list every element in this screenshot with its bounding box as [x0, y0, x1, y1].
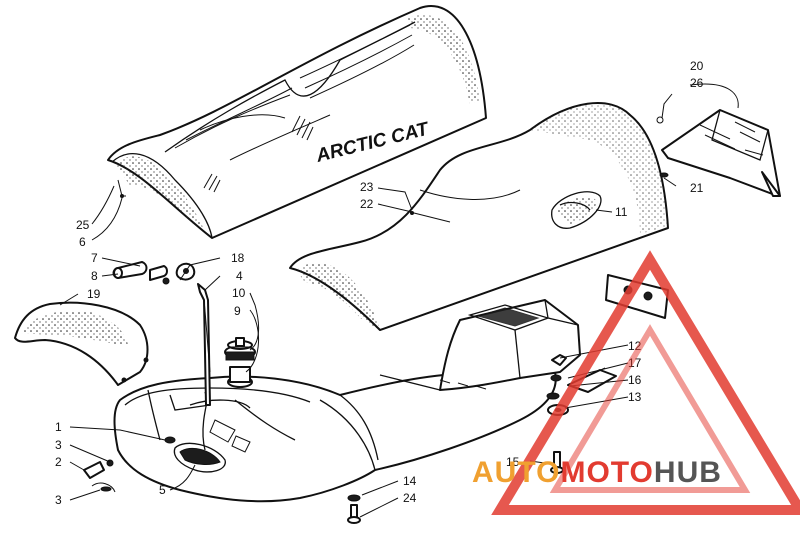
- callout-8: 8: [91, 269, 98, 283]
- callout-11: 11: [615, 205, 628, 219]
- watermark-hub: HUB: [654, 456, 722, 489]
- watermark-triangle-icon: [491, 250, 800, 515]
- callout-22: 22: [360, 197, 374, 211]
- leader-lines: [59, 83, 739, 518]
- gas-cap: [224, 337, 256, 388]
- side-panel-front: [14, 301, 149, 386]
- small-hardware: [112, 116, 669, 406]
- callout-5: 5: [159, 483, 166, 497]
- watermark-moto: MOTO: [560, 456, 653, 489]
- seat-foam: [289, 102, 669, 331]
- callout-25: 25: [76, 218, 90, 232]
- callout-15: 15: [506, 455, 520, 469]
- gas-tank-body: [113, 371, 557, 503]
- watermark: [491, 250, 800, 515]
- watermark-auto: AUTO: [472, 456, 560, 489]
- callout-16: 16: [628, 373, 642, 387]
- callout-2: 2: [55, 455, 62, 469]
- callout-1: 1: [55, 420, 62, 434]
- callout-20: 20: [690, 59, 704, 73]
- callout-24: 24: [403, 491, 417, 505]
- callout-26: 26: [690, 76, 704, 90]
- watermark-text: AUTOMOTOHUB: [472, 456, 722, 489]
- callout-9: 9: [234, 304, 241, 318]
- callout-14: 14: [403, 474, 417, 488]
- callout-6: 6: [79, 235, 86, 249]
- callout-3a: 3: [55, 438, 62, 452]
- callout-21: 21: [690, 181, 704, 195]
- callout-10: 10: [232, 286, 246, 300]
- callout-4: 4: [236, 269, 243, 283]
- callouts: 25 6 7 8 18 4 10 9 19 23 22 11 20 26 21 …: [55, 59, 704, 507]
- callout-19: 19: [87, 287, 101, 301]
- callout-18: 18: [231, 251, 245, 265]
- callout-23: 23: [360, 180, 374, 194]
- callout-3b: 3: [55, 493, 62, 507]
- rear-console: [379, 299, 581, 391]
- seat-cover: [107, 5, 487, 239]
- callout-7: 7: [91, 251, 98, 265]
- rear-tray: [661, 109, 781, 197]
- callout-13: 13: [628, 390, 642, 404]
